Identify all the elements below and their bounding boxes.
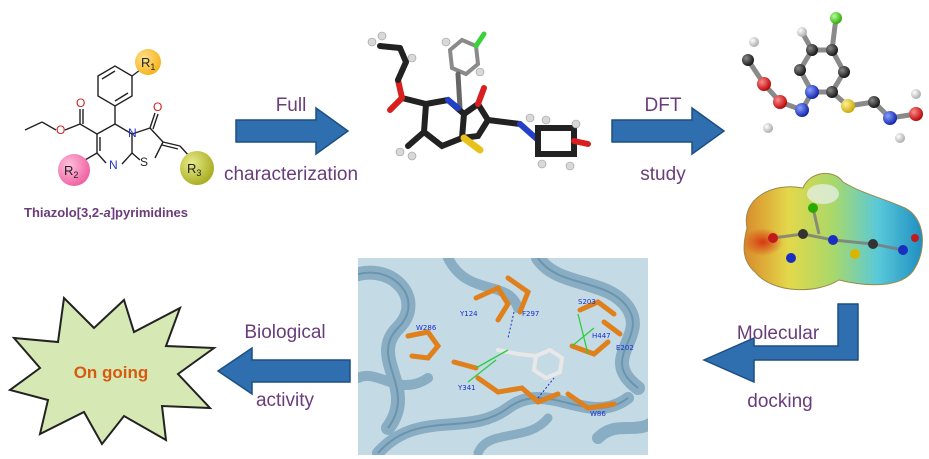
arrow-docking bbox=[702, 303, 859, 384]
atom-n2: N bbox=[109, 158, 118, 172]
r3-label: R3 bbox=[187, 161, 201, 178]
r3-ball bbox=[180, 151, 214, 185]
label-full: Full bbox=[275, 95, 307, 116]
atom-n1: N bbox=[128, 126, 137, 140]
label-molecular: Molecular bbox=[736, 323, 820, 344]
dft-optimized-structure bbox=[742, 12, 923, 143]
residue-label-f297: F297 bbox=[522, 310, 539, 318]
docking-pose-image: W286 Y124 F297 S203 H447 E202 Y341 W86 bbox=[358, 258, 648, 455]
residue-label-e202: E202 bbox=[616, 344, 634, 352]
label-docking: docking bbox=[747, 391, 813, 412]
atom-s: S bbox=[140, 155, 148, 169]
arrow-dft bbox=[611, 106, 726, 156]
label-dft: DFT bbox=[644, 95, 682, 116]
thiazolopyrimidine-structure: R1 R2 R3 N N S O O O bbox=[24, 49, 214, 186]
r2-label: R2 bbox=[64, 163, 78, 180]
atom-o3: O bbox=[56, 123, 65, 137]
residue-label-y341: Y341 bbox=[457, 384, 476, 392]
label-characterization: characterization bbox=[223, 164, 359, 185]
r2-ball bbox=[58, 154, 90, 186]
on-going-label: On going bbox=[74, 363, 149, 382]
r1-ball bbox=[135, 49, 161, 75]
on-going-starburst: On going bbox=[7, 295, 217, 446]
residue-label-h447: H447 bbox=[592, 332, 611, 340]
residue-label-w86: W86 bbox=[590, 410, 606, 418]
r1-label: R1 bbox=[141, 55, 155, 72]
label-activity: activity bbox=[255, 390, 315, 411]
residue-label-y124: Y124 bbox=[459, 310, 478, 318]
atom-o2: O bbox=[76, 96, 85, 110]
xray-crystal-structure bbox=[367, 31, 591, 171]
arrow-biological-activity bbox=[216, 346, 351, 396]
residue-label-s203: S203 bbox=[578, 298, 596, 306]
label-biological: Biological bbox=[244, 322, 326, 343]
mep-surface-map bbox=[743, 173, 923, 291]
compound-class-caption: Thiazolo[3,2-a]pyrimidines bbox=[24, 205, 188, 220]
atom-o1: O bbox=[153, 100, 162, 114]
arrow-characterization bbox=[235, 106, 350, 156]
label-study: study bbox=[640, 164, 686, 185]
residue-label-w286: W286 bbox=[416, 324, 437, 332]
